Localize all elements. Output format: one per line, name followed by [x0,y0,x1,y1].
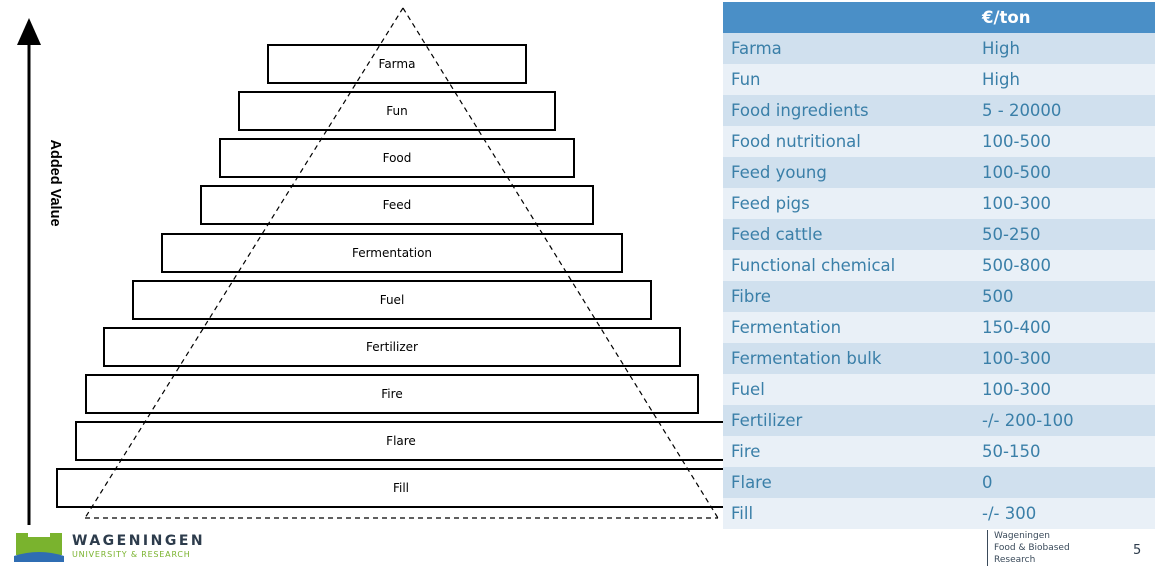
pyramid-tier-label: Fermentation [352,246,432,260]
pyramid-tier-food [219,138,575,178]
table-cell-price: High [974,33,1155,64]
pyramid-tier-fermentation [161,233,623,273]
table-cell-category: Feed pigs [723,188,974,219]
pyramid-tier-fertilizer [103,327,681,367]
table-row: Fertilizer-/- 200-100 [723,405,1155,436]
table-cell-price: 100-300 [974,188,1155,219]
pyramid-tier-flare [75,421,727,461]
table-cell-category: Fibre [723,281,974,312]
table-cell-price: 100-300 [974,374,1155,405]
pyramid-tier-fire [85,374,699,414]
axis-label-added-value: Added Value [47,139,63,227]
table-cell-price: 100-500 [974,126,1155,157]
table-header-row: €/ton [723,2,1155,33]
footer-org-line: Wageningen [994,531,1050,541]
table-cell-category: Fire [723,436,974,467]
table-cell-price: 50-150 [974,436,1155,467]
table-cell-category: Feed cattle [723,219,974,250]
footer-org-line: Research [994,555,1036,565]
table-cell-category: Feed young [723,157,974,188]
table-cell-price: 50-250 [974,219,1155,250]
table-cell-price: High [974,64,1155,95]
pyramid-tier-farma [267,44,527,84]
pyramid-tier-label: Fire [381,387,402,401]
table-cell-price: 100-500 [974,157,1155,188]
table-cell-price: -/- 300 [974,498,1155,529]
table-cell-category: Fuel [723,374,974,405]
pyramid-tier-feed [200,185,594,225]
table-cell-category: Fill [723,498,974,529]
header-cell-price: €/ton [974,2,1155,33]
footer-organization: Wageningen Food & Biobased Research [987,530,1104,566]
table-cell-category: Fun [723,64,974,95]
table-cell-category: Fertilizer [723,405,974,436]
pyramid-tier-label: Farma [379,57,416,71]
pyramid-tier-label: Flare [386,434,416,448]
wageningen-logo: WAGENINGEN UNIVERSITY & RESEARCH [14,530,254,562]
table-cell-category: Food ingredients [723,95,974,126]
pyramid-tier-label: Fun [386,104,407,118]
logo-subtitle: UNIVERSITY & RESEARCH [72,550,191,559]
dashed-triangle [84,7,719,519]
table-cell-category: Farma [723,33,974,64]
table-cell-category: Functional chemical [723,250,974,281]
pyramid-tier-fuel [132,280,652,320]
footer-org-line: Food & Biobased [994,543,1070,553]
pyramid-tier-label: Food [383,151,412,165]
logo-mark-icon [14,533,64,562]
page-number: 5 [1133,543,1142,558]
table-cell-category: Food nutritional [723,126,974,157]
table-cell-price: -/- 200-100 [974,405,1155,436]
pyramid-tier-label: Feed [383,198,412,212]
table-cell-price: 5 - 20000 [974,95,1155,126]
table-cell-category: Flare [723,467,974,498]
pyramid-tier-fun [238,91,556,131]
pyramid-tiers: FarmaFunFoodFeedFermentationFuelFertiliz… [56,44,746,508]
logo-name: WAGENINGEN [72,533,206,549]
pyramid-tier-fill [56,468,746,508]
table-cell-price: 500-800 [974,250,1155,281]
pyramid-tier-label: Fill [393,481,409,495]
header-cell [723,2,974,33]
table-cell-price: 100-300 [974,343,1155,374]
table-cell-price: 500 [974,281,1155,312]
pyramid-tier-label: Fuel [380,293,405,307]
table-row: Fill-/- 300 [723,498,1155,529]
table-cell-category: Fermentation [723,312,974,343]
table-cell-price: 150-400 [974,312,1155,343]
pyramid-tier-label: Fertilizer [366,340,418,354]
table-cell-category: Fermentation bulk [723,343,974,374]
table-cell-price: 0 [974,467,1155,498]
